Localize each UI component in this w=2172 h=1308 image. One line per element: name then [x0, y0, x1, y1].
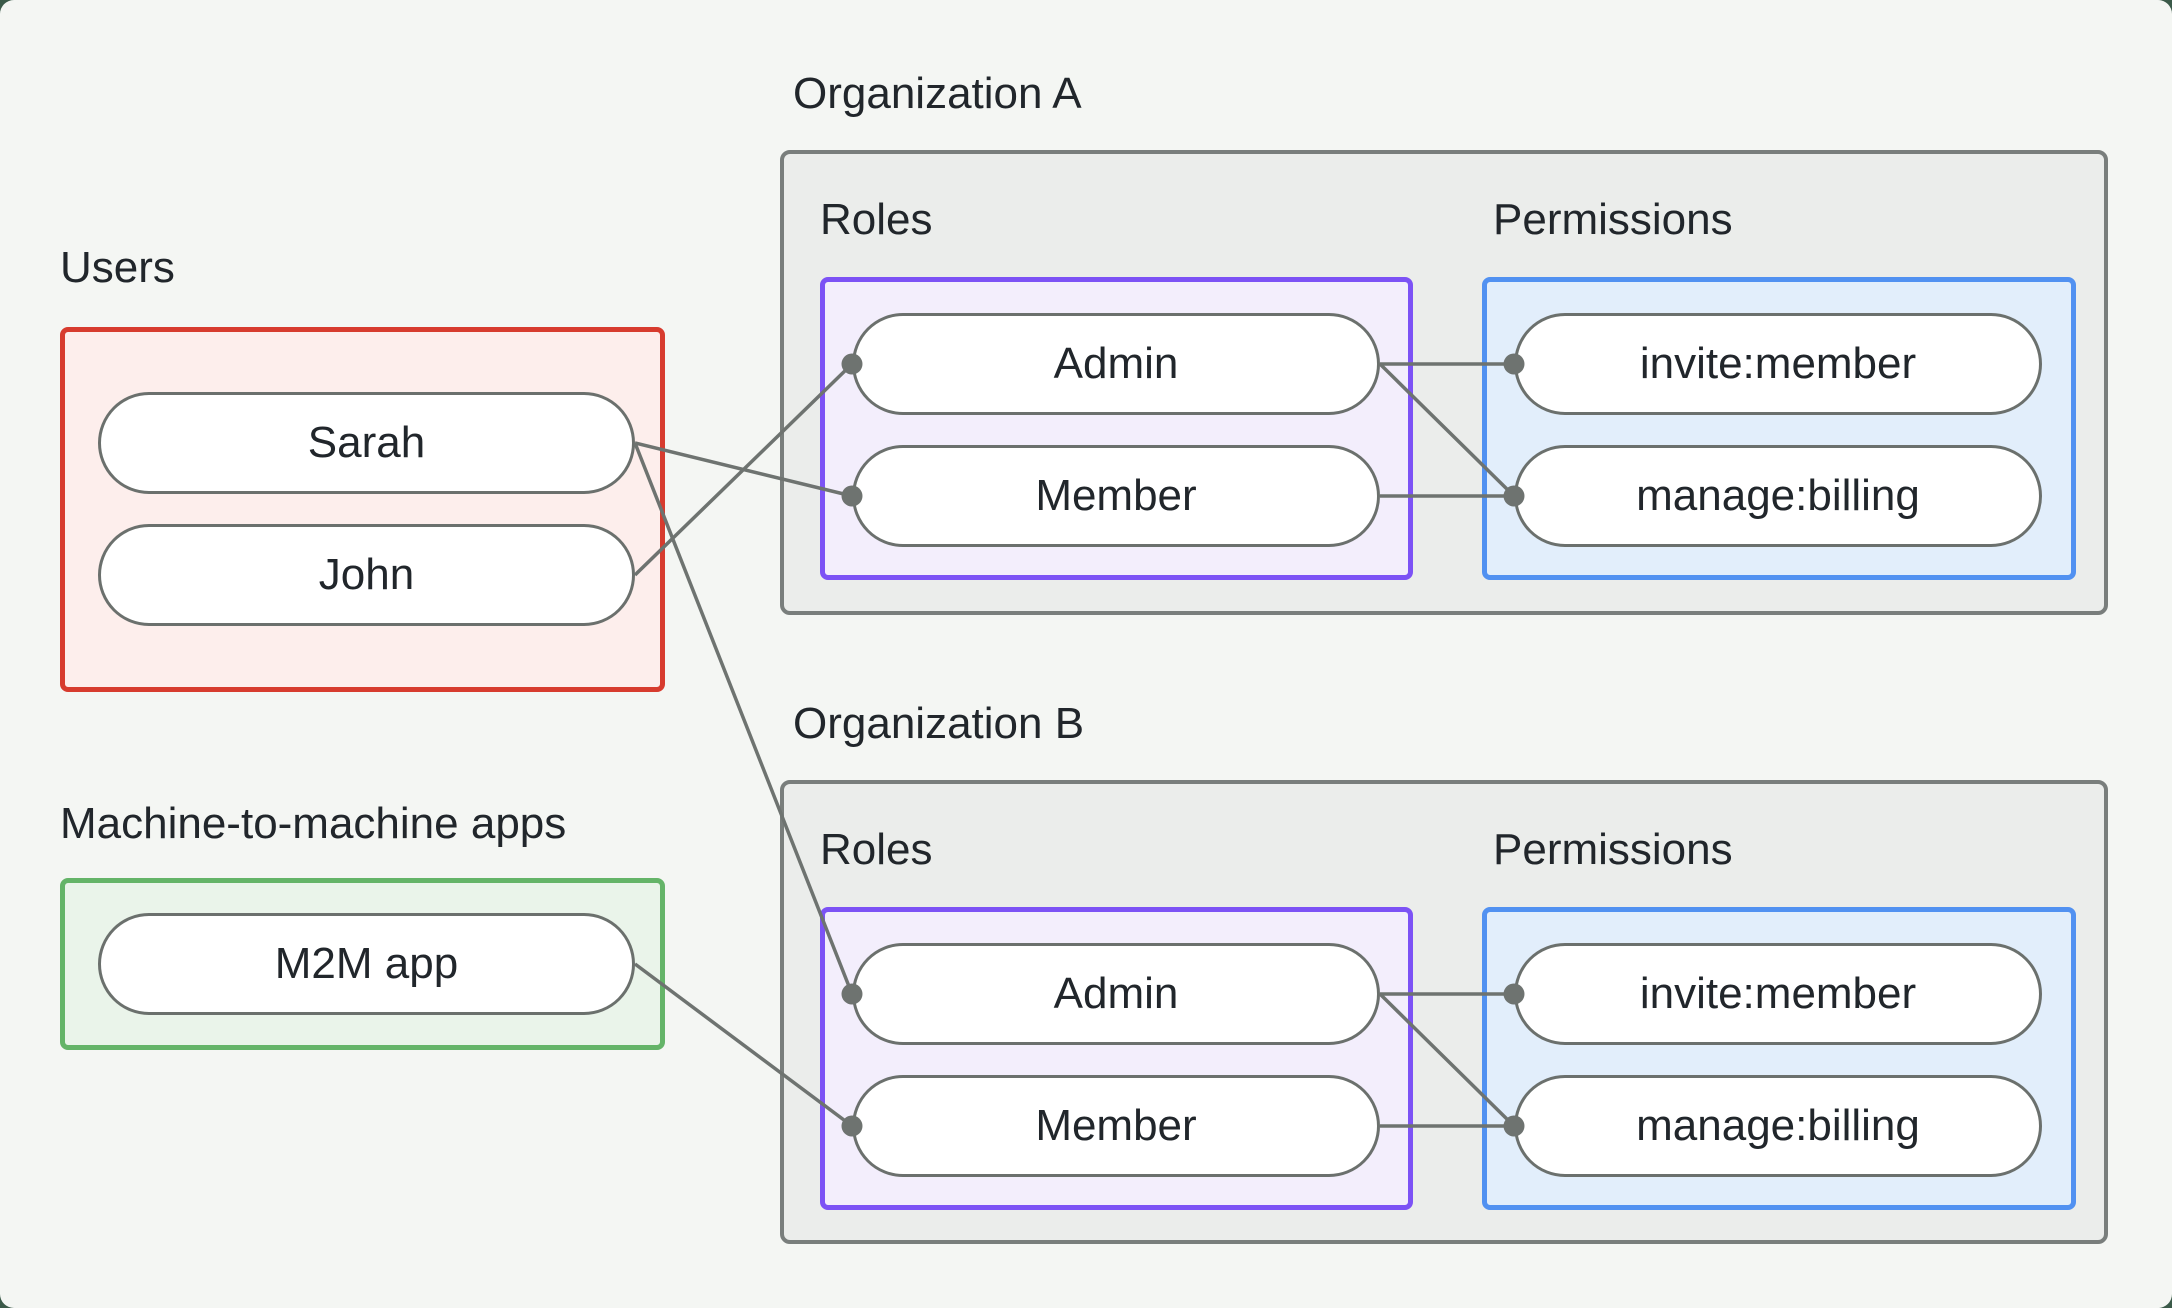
org-a-permission-billing-label: manage:billing	[1636, 471, 1920, 520]
user-pill-sarah-label: Sarah	[307, 418, 426, 467]
user-pill-john: John	[98, 524, 635, 626]
org-a-permissions-label: Permissions	[1493, 195, 1733, 244]
org-a-role-pill-admin: Admin	[852, 313, 1380, 415]
org-b-role-pill-member: Member	[852, 1075, 1380, 1177]
org-a-role-member-label: Member	[1035, 471, 1197, 520]
org-a-roles-label: Roles	[820, 195, 933, 244]
org-b-permission-invite-label: invite:member	[1639, 969, 1917, 1018]
org-b-role-member-label: Member	[1035, 1101, 1197, 1150]
org-b-title: Organization B	[793, 699, 1085, 748]
org-a-permission-invite-label: invite:member	[1639, 339, 1917, 388]
org-a-role-admin-label: Admin	[1053, 339, 1179, 388]
org-b-role-pill-admin: Admin	[852, 943, 1380, 1045]
org-b-roles-label: Roles	[820, 825, 933, 874]
users-label: Users	[60, 243, 175, 292]
user-pill-john-label: John	[318, 550, 415, 599]
user-pill-sarah: Sarah	[98, 392, 635, 494]
org-b-permission-billing-label: manage:billing	[1636, 1101, 1920, 1150]
org-a-permission-pill-manage-billing: manage:billing	[1514, 445, 2042, 547]
m2m-label: Machine-to-machine apps	[60, 799, 567, 848]
m2m-pill: M2M app	[98, 913, 635, 1015]
org-b-permission-pill-invite-member: invite:member	[1514, 943, 2042, 1045]
org-b-role-admin-label: Admin	[1053, 969, 1179, 1018]
m2m-pill-label: M2M app	[274, 939, 459, 988]
org-b-permission-pill-manage-billing: manage:billing	[1514, 1075, 2042, 1177]
users-box	[60, 327, 665, 692]
org-a-title: Organization A	[793, 69, 1082, 118]
org-a-permission-pill-invite-member: invite:member	[1514, 313, 2042, 415]
org-b-permissions-label: Permissions	[1493, 825, 1733, 874]
org-a-role-pill-member: Member	[852, 445, 1380, 547]
